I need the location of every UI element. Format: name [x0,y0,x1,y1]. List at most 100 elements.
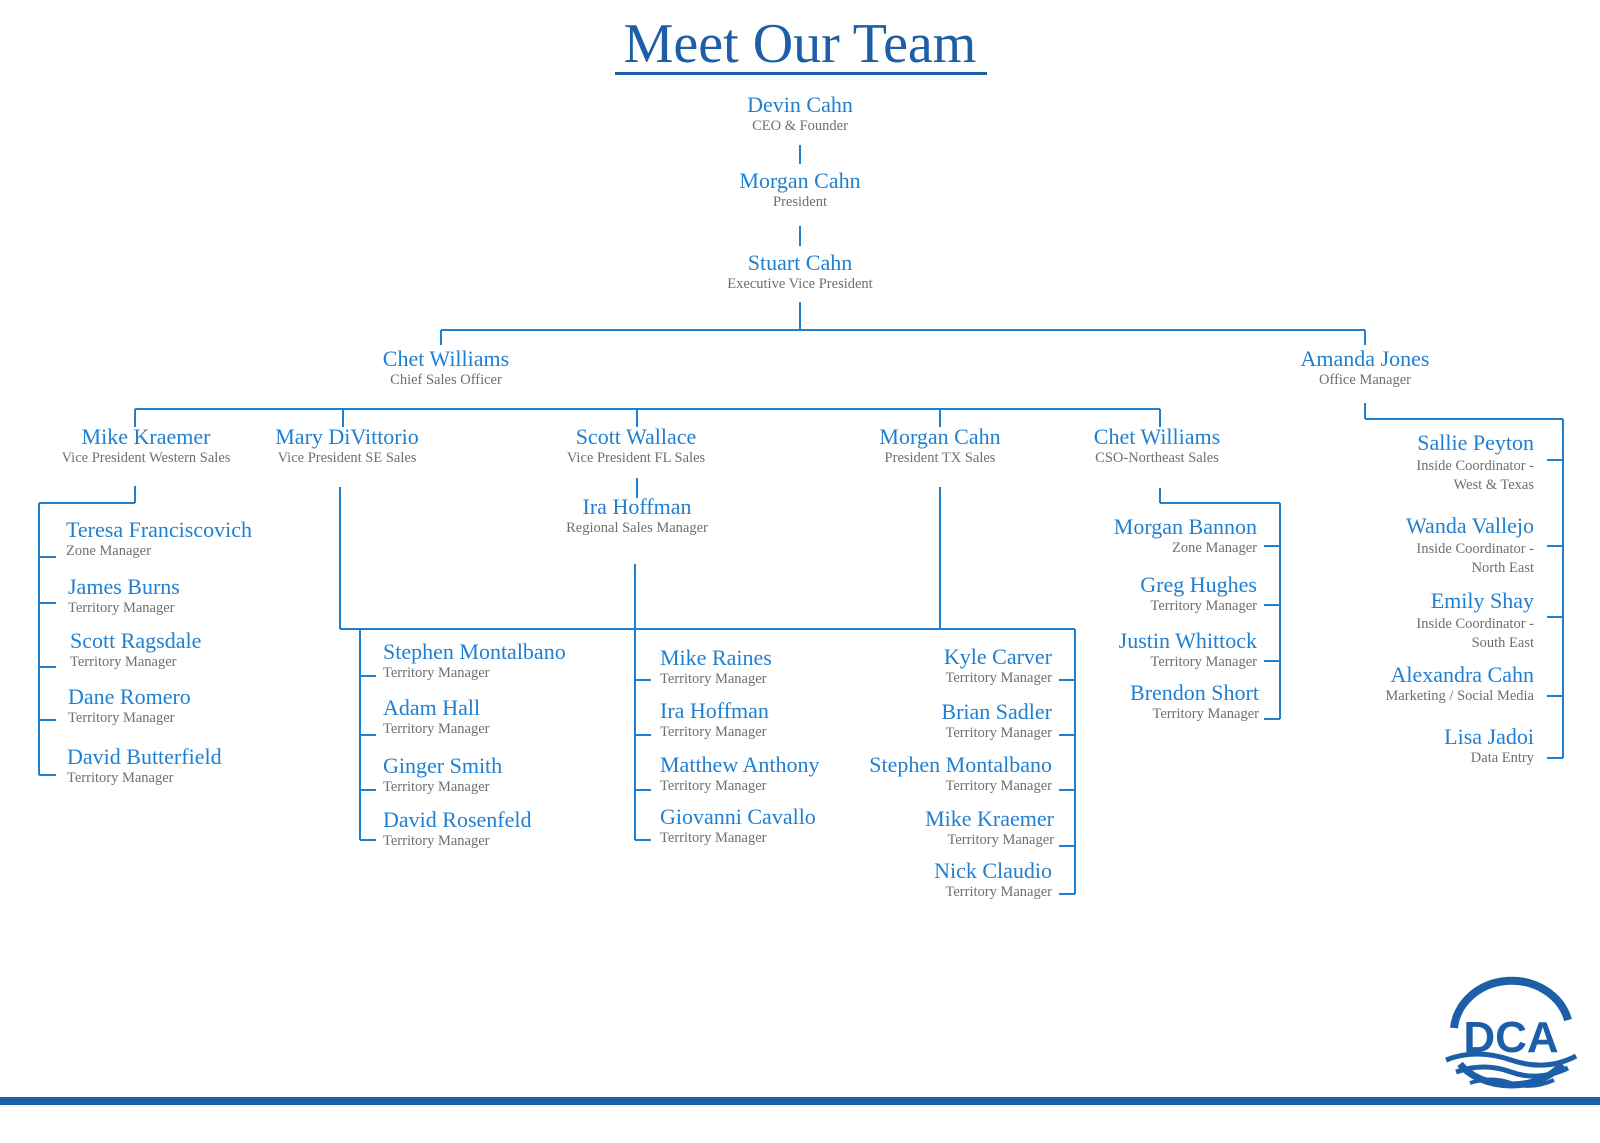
person-role: Territory Manager [383,665,490,681]
person-role: Territory Manager [68,710,175,726]
person-role: Inside Coordinator -West & Texas [1416,458,1534,493]
person-name: Mike Raines [660,645,772,670]
person-name: David Rosenfeld [383,807,532,832]
person-name: Stuart Cahn [747,250,853,275]
logo-wave-3-icon [1469,1077,1555,1088]
person-name: Sallie Peyton [1417,430,1534,455]
person-name: Justin Whittock [1118,628,1257,653]
person-name: Brian Sadler [941,699,1052,724]
dca-logo: DCA [1445,976,1578,1089]
person-name: Nick Claudio [934,858,1052,883]
person-name: Scott Wallace [575,424,697,449]
person-role: Territory Manager [68,600,175,616]
person-name: Ira Hoffman [582,494,692,519]
person-role: Vice President Western Sales [61,450,231,466]
title-underline [615,72,987,75]
person-role: Territory Manager [383,779,490,795]
person-role: President [773,194,827,210]
person-role: Territory Manager [1150,598,1257,614]
person-name: Amanda Jones [1300,346,1430,371]
person-role: CEO & Founder [752,118,848,134]
person-name: David Butterfield [67,744,222,769]
person-name: Morgan Bannon [1113,514,1257,539]
person-role: Inside Coordinator -South East [1416,616,1534,651]
person-name: Emily Shay [1430,588,1534,613]
person-name: Wanda Vallejo [1406,513,1534,538]
person-role: Territory Manager [945,725,1052,741]
person-role: Office Manager [1319,372,1411,388]
person-role: Territory Manager [660,778,767,794]
person-name: Teresa Franciscovich [66,517,252,542]
person-name: Mike Kraemer [81,424,211,449]
person-role: Inside Coordinator -North East [1416,541,1534,576]
person-role: President TX Sales [884,450,996,466]
person-role: Vice President SE Sales [277,450,417,466]
person-name: Brendon Short [1130,680,1259,705]
person-role: Territory Manager [67,770,174,786]
person-role: Territory Manager [660,724,767,740]
person-role: Territory Manager [383,721,490,737]
logo-wave-1-icon [1445,1051,1578,1068]
person-name: Morgan Cahn [739,168,861,193]
logo-arc-top-icon [1450,976,1572,1029]
person-name: Ira Hoffman [660,698,769,723]
person-name: Scott Ragsdale [70,628,202,653]
person-name: Chet Williams [1093,424,1221,449]
person-name: Ginger Smith [383,753,503,778]
person-role: Executive Vice President [727,276,873,292]
person-role: Regional Sales Manager [566,520,708,536]
person-name: Matthew Anthony [660,752,820,777]
person-name: Chet Williams [382,346,510,371]
person-role: Territory Manager [945,884,1052,900]
person-role: Chief Sales Officer [390,372,502,388]
person-name: Mary DiVittorio [275,424,419,449]
person-name: Morgan Cahn [879,424,1001,449]
person-role: Vice President FL Sales [566,450,706,466]
person-role: Territory Manager [70,654,177,670]
person-role: Zone Manager [66,543,151,559]
person-role: Territory Manager [1150,654,1257,670]
person-role: CSO-Northeast Sales [1095,450,1219,466]
footer-bar [0,1097,1600,1105]
person-name: Lisa Jadoi [1444,724,1534,749]
person-role: Territory Manager [1152,706,1259,722]
person-name: Alexandra Cahn [1390,662,1534,687]
person-name: Stephen Montalbano [869,752,1052,777]
person-name: Adam Hall [383,695,481,720]
person-name: Kyle Carver [943,644,1052,669]
